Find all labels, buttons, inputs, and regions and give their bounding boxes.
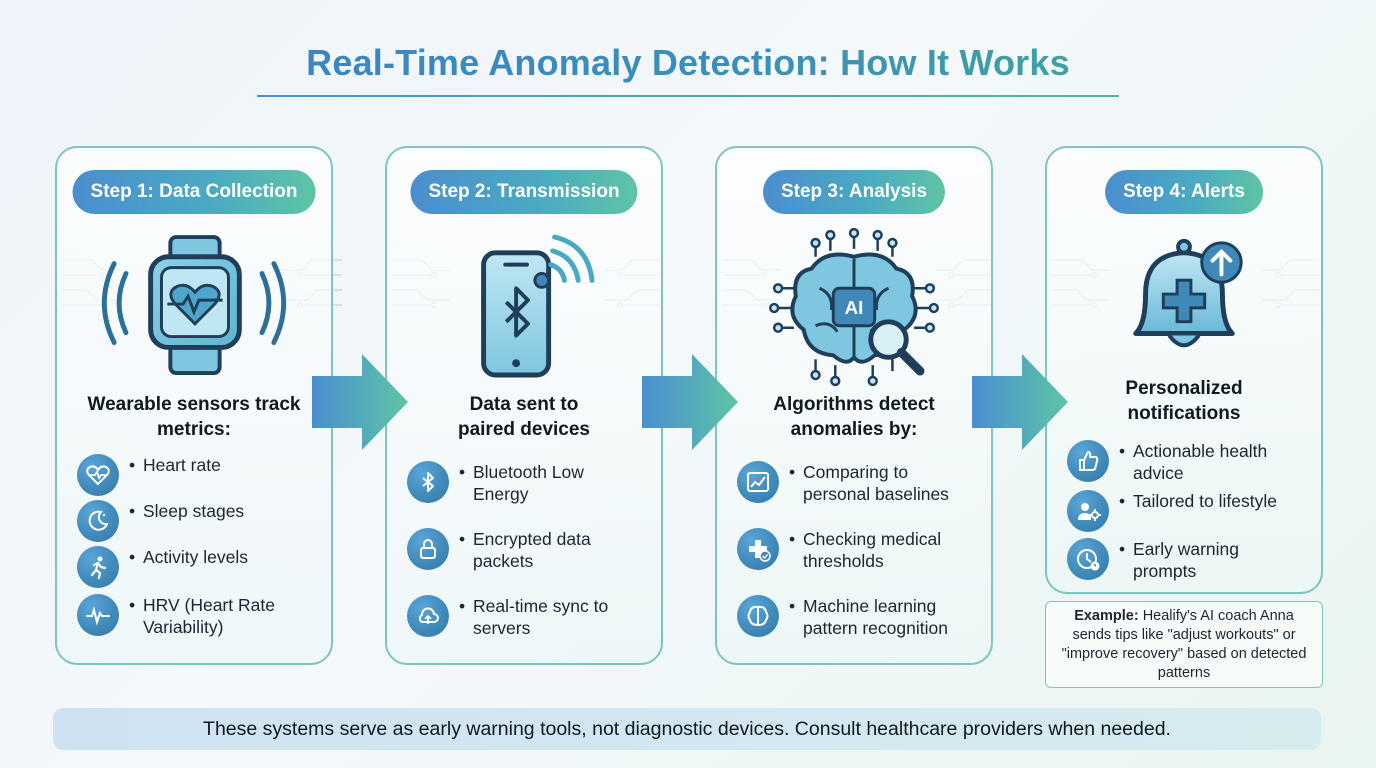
- heading-text: Data sent to paired devices: [457, 394, 591, 440]
- example-text: Healify's AI coach Anna sends tips like …: [1061, 608, 1307, 681]
- step-2-label: Step 2: Transmission: [410, 170, 638, 214]
- list-item: •Bluetooth Low Energy: [407, 461, 651, 505]
- step-2-heading: Data sent to paired devices: [397, 392, 651, 442]
- item-text: Checking medical thresholds: [803, 529, 942, 571]
- smartwatch-heart-icon: [57, 228, 331, 388]
- list-item: •Real-time sync to servers: [407, 595, 651, 639]
- disclaimer-banner: These systems serve as early warning too…: [53, 708, 1321, 750]
- bluetooth-icon: [407, 461, 449, 503]
- flow-arrow-icon: [312, 354, 408, 450]
- list-item: •Early warning prompts: [1067, 538, 1311, 582]
- item-text: Machine learning pattern recognition: [803, 596, 948, 638]
- item-text: Actionable health advice: [1133, 441, 1268, 483]
- list-item: •HRV (Heart Rate Variability): [77, 594, 321, 638]
- item-text: Real-time sync to servers: [473, 596, 609, 638]
- phone-bluetooth-icon: [387, 228, 661, 388]
- item-text: HRV (Heart Rate Variability): [143, 595, 275, 637]
- list-item: •Checking medical thresholds: [737, 528, 981, 572]
- title-underline: [257, 95, 1119, 97]
- step-3-label: Step 3: Analysis: [762, 170, 946, 214]
- bell-medical-icon: [1047, 234, 1321, 364]
- example-box: Example: Healify's AI coach Anna sends t…: [1045, 601, 1323, 688]
- item-text: Tailored to lifestyle: [1133, 491, 1277, 511]
- user-gear-icon: [1067, 490, 1109, 532]
- list-item: •Actionable health advice: [1067, 440, 1311, 484]
- list-item: •Heart rate: [77, 454, 321, 496]
- heading-text: Algorithms detect anomalies by:: [773, 394, 935, 440]
- flow-arrow-icon: [972, 354, 1068, 450]
- moon-stars-icon: [77, 500, 119, 542]
- list-item: •Tailored to lifestyle: [1067, 490, 1311, 532]
- list-item: •Machine learning pattern recognition: [737, 595, 981, 639]
- step-4-heading: Personalized notifications: [1057, 376, 1311, 426]
- item-text: Early warning prompts: [1133, 539, 1240, 581]
- brain-icon: [737, 595, 779, 637]
- list-item: •Comparing to personal baselines: [737, 461, 981, 505]
- flow-arrow-icon: [642, 354, 738, 450]
- clock-alert-icon: [1067, 538, 1109, 580]
- step-3-heading: Algorithms detect anomalies by:: [727, 392, 981, 442]
- heading-text: Personalized notifications: [1125, 378, 1243, 424]
- thumbs-up-icon: [1067, 440, 1109, 482]
- step-3-card: Step 3: Analysis AI Algorithms detect an…: [715, 146, 993, 665]
- waveform-icon: [77, 594, 119, 636]
- list-item: •Sleep stages: [77, 500, 321, 542]
- lock-icon: [407, 528, 449, 570]
- step-2-card: Step 2: Transmission Data sent to paired…: [385, 146, 663, 665]
- cloud-sync-icon: [407, 595, 449, 637]
- item-text: Activity levels: [143, 547, 249, 567]
- step-1-heading: Wearable sensors track metrics:: [87, 394, 301, 440]
- medical-cross-check-icon: [737, 528, 779, 570]
- ai-brain-magnifier-icon: AI: [717, 227, 991, 388]
- step-4-label: Step 4: Alerts: [1105, 170, 1263, 214]
- item-text: Comparing to personal baselines: [803, 462, 949, 504]
- step-4-card: Step 4: Alerts Personalized notification…: [1045, 146, 1323, 594]
- running-person-icon: [77, 546, 119, 588]
- example-label: Example:: [1074, 608, 1139, 624]
- list-item: •Activity levels: [77, 546, 321, 588]
- page-title: Real-Time Anomaly Detection: How It Work…: [0, 42, 1376, 84]
- item-text: Bluetooth Low Energy: [473, 462, 584, 504]
- item-text: Encrypted data packets: [473, 529, 591, 571]
- item-text: Heart rate: [143, 455, 221, 475]
- ai-chip-label: AI: [845, 297, 864, 318]
- step-1-label: Step 1: Data Collection: [72, 170, 316, 214]
- heart-pulse-icon: [77, 454, 119, 496]
- list-item: •Encrypted data packets: [407, 528, 651, 572]
- item-text: Sleep stages: [143, 501, 245, 521]
- step-1-card: Step 1: Data Collection Wearable sensors…: [55, 146, 333, 665]
- chart-baseline-icon: [737, 461, 779, 503]
